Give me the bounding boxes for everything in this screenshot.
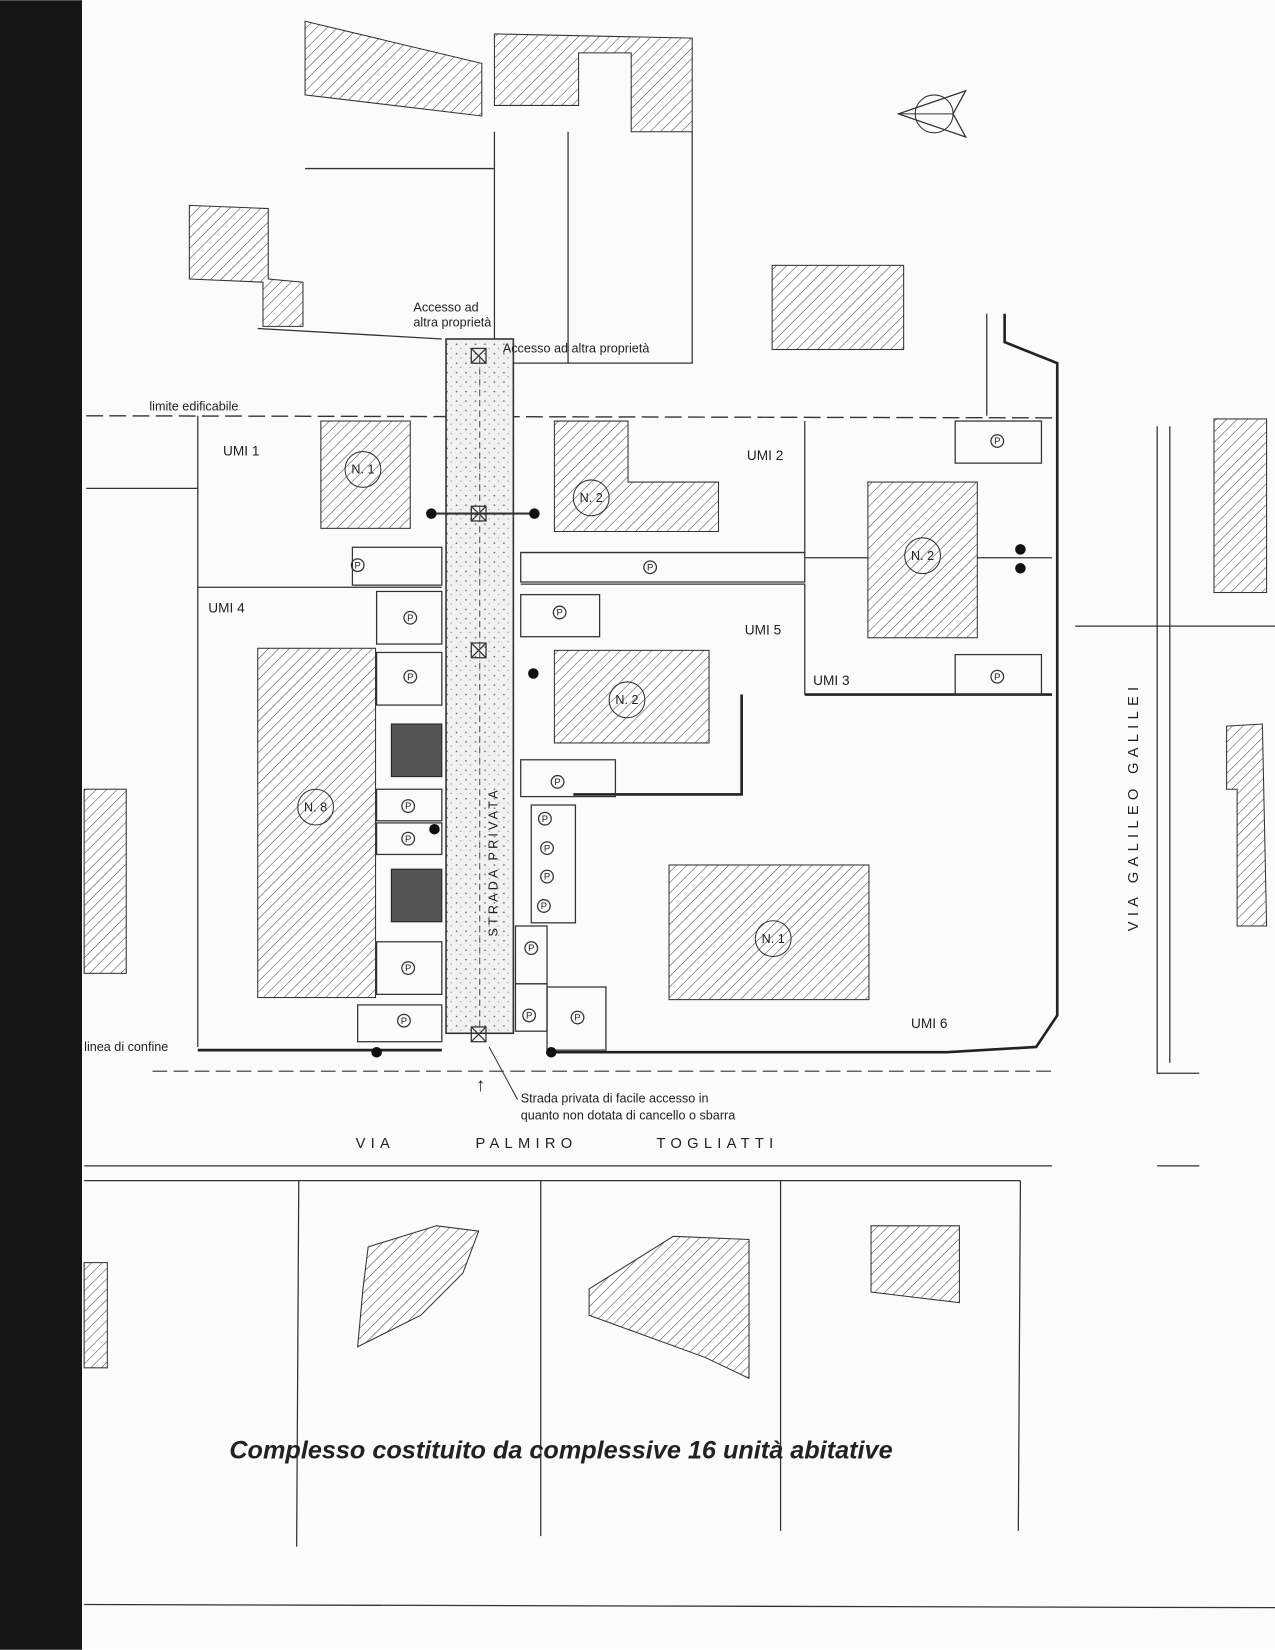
private-road-label: STRADA PRIVATA bbox=[487, 787, 501, 936]
access-label-left-2: altra proprietà bbox=[413, 315, 492, 329]
svg-text:N. 2: N. 2 bbox=[615, 693, 638, 707]
street-south-part1: VIA bbox=[356, 1136, 396, 1152]
umi-1-label: UMI 1 bbox=[223, 444, 259, 459]
access-label-right: Accesso ad altra proprietà bbox=[503, 342, 650, 356]
svg-text:P: P bbox=[554, 777, 560, 788]
plan-caption: Complesso costituito da complessive 16 u… bbox=[229, 1436, 892, 1464]
svg-text:N. 8: N. 8 bbox=[304, 800, 327, 814]
svg-text:P: P bbox=[544, 872, 550, 883]
svg-text:P: P bbox=[574, 1013, 580, 1024]
svg-text:N. 1: N. 1 bbox=[351, 463, 374, 477]
road-note-line2: quanto non dotata di cancello o sbarra bbox=[521, 1109, 737, 1123]
svg-text:P: P bbox=[556, 608, 562, 619]
access-label-left-1: Accesso ad bbox=[413, 301, 478, 315]
svg-text:P: P bbox=[528, 943, 534, 954]
svg-text:N. 1: N. 1 bbox=[762, 932, 785, 946]
umi-5-label: UMI 5 bbox=[745, 623, 782, 638]
street-south-part3: TOGLIATTI bbox=[656, 1136, 778, 1152]
svg-text:P: P bbox=[542, 814, 548, 825]
svg-text:N. 2: N. 2 bbox=[580, 491, 603, 505]
north-arrow-icon bbox=[896, 89, 968, 139]
parking-symbols: P P P P P P P P P P P P P P P P P P P bbox=[350, 434, 1005, 1028]
svg-text:P: P bbox=[994, 436, 1000, 447]
svg-text:P: P bbox=[407, 613, 413, 624]
svg-text:P: P bbox=[355, 560, 361, 571]
build-limit-label: limite edificabile bbox=[149, 400, 238, 414]
boundary-label: linea di confine bbox=[84, 1040, 168, 1054]
svg-text:P: P bbox=[405, 963, 411, 974]
svg-text:P: P bbox=[526, 1011, 532, 1022]
umi-6-label: UMI 6 bbox=[911, 1016, 947, 1031]
umi-4-label: UMI 4 bbox=[208, 600, 245, 615]
svg-text:P: P bbox=[407, 672, 413, 683]
scan-edge bbox=[0, 0, 83, 1650]
road-note-line1: Strada privata di facile accesso in bbox=[521, 1092, 709, 1106]
svg-text:N. 2: N. 2 bbox=[911, 549, 934, 563]
street-east-label: VIA GALILEO GALILEI bbox=[1126, 682, 1142, 932]
svg-text:P: P bbox=[541, 901, 547, 912]
building-labels: N. 1 N. 2 N. 2 N. 8 N. 2 N. 1 bbox=[297, 451, 941, 958]
umi-3-label: UMI 3 bbox=[813, 673, 849, 688]
parking-stalls bbox=[351, 420, 1043, 1051]
svg-text:P: P bbox=[405, 834, 411, 845]
neighbor-buildings bbox=[83, 20, 1268, 1380]
umi-2-label: UMI 2 bbox=[747, 448, 783, 463]
svg-text:P: P bbox=[647, 562, 653, 573]
project-buildings bbox=[257, 420, 978, 1001]
svg-text:P: P bbox=[994, 672, 1000, 683]
svg-text:P: P bbox=[405, 801, 411, 812]
utility-nodes bbox=[371, 347, 1026, 1058]
svg-text:P: P bbox=[401, 1016, 407, 1027]
street-south-part2: PALMIRO bbox=[475, 1136, 577, 1152]
svg-text:P: P bbox=[544, 843, 550, 854]
entrance-arrow-icon: ↑ bbox=[476, 1075, 485, 1096]
